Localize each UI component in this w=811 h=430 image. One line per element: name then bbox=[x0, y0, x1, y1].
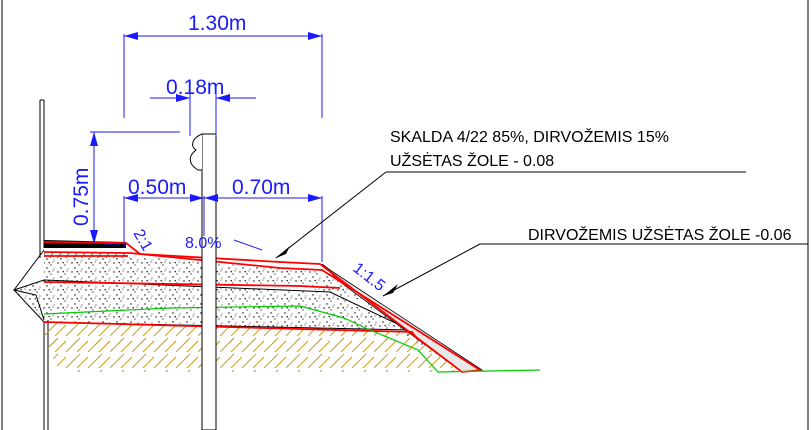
annotation-leaders bbox=[275, 171, 808, 297]
top-layer-note-line2: UŽSĖTAS ŽOLE - 0.08 bbox=[390, 151, 554, 170]
leader-arrow-side bbox=[383, 284, 398, 296]
dim-post-width: 0.18m bbox=[166, 76, 224, 99]
dim-total-width: 1.30m bbox=[188, 12, 246, 35]
leader-arrow-top bbox=[276, 246, 290, 258]
dim-right-offset: 0.70m bbox=[232, 176, 290, 199]
side-layer-note: DIRVOŽEMIS UŽSĖTAS ŽOLE -0.06 bbox=[528, 225, 792, 244]
existing-ground-line bbox=[43, 305, 541, 373]
top-slope-label: 8.0% bbox=[185, 235, 221, 252]
dim-height: 0.75m bbox=[70, 168, 93, 226]
top-layer-note-line1: SKALDA 4/22 85%, DIRVOŽEMIS 15% bbox=[390, 127, 669, 146]
dim-left-offset: 0.50m bbox=[128, 176, 186, 199]
fence-post bbox=[189, 133, 217, 430]
earth-hatch-lower bbox=[44, 338, 460, 372]
left-wall bbox=[13, 99, 49, 430]
dimension-lines bbox=[90, 32, 323, 262]
layer-boundaries bbox=[43, 241, 483, 373]
left-slope-label: 2:1 bbox=[130, 227, 156, 255]
